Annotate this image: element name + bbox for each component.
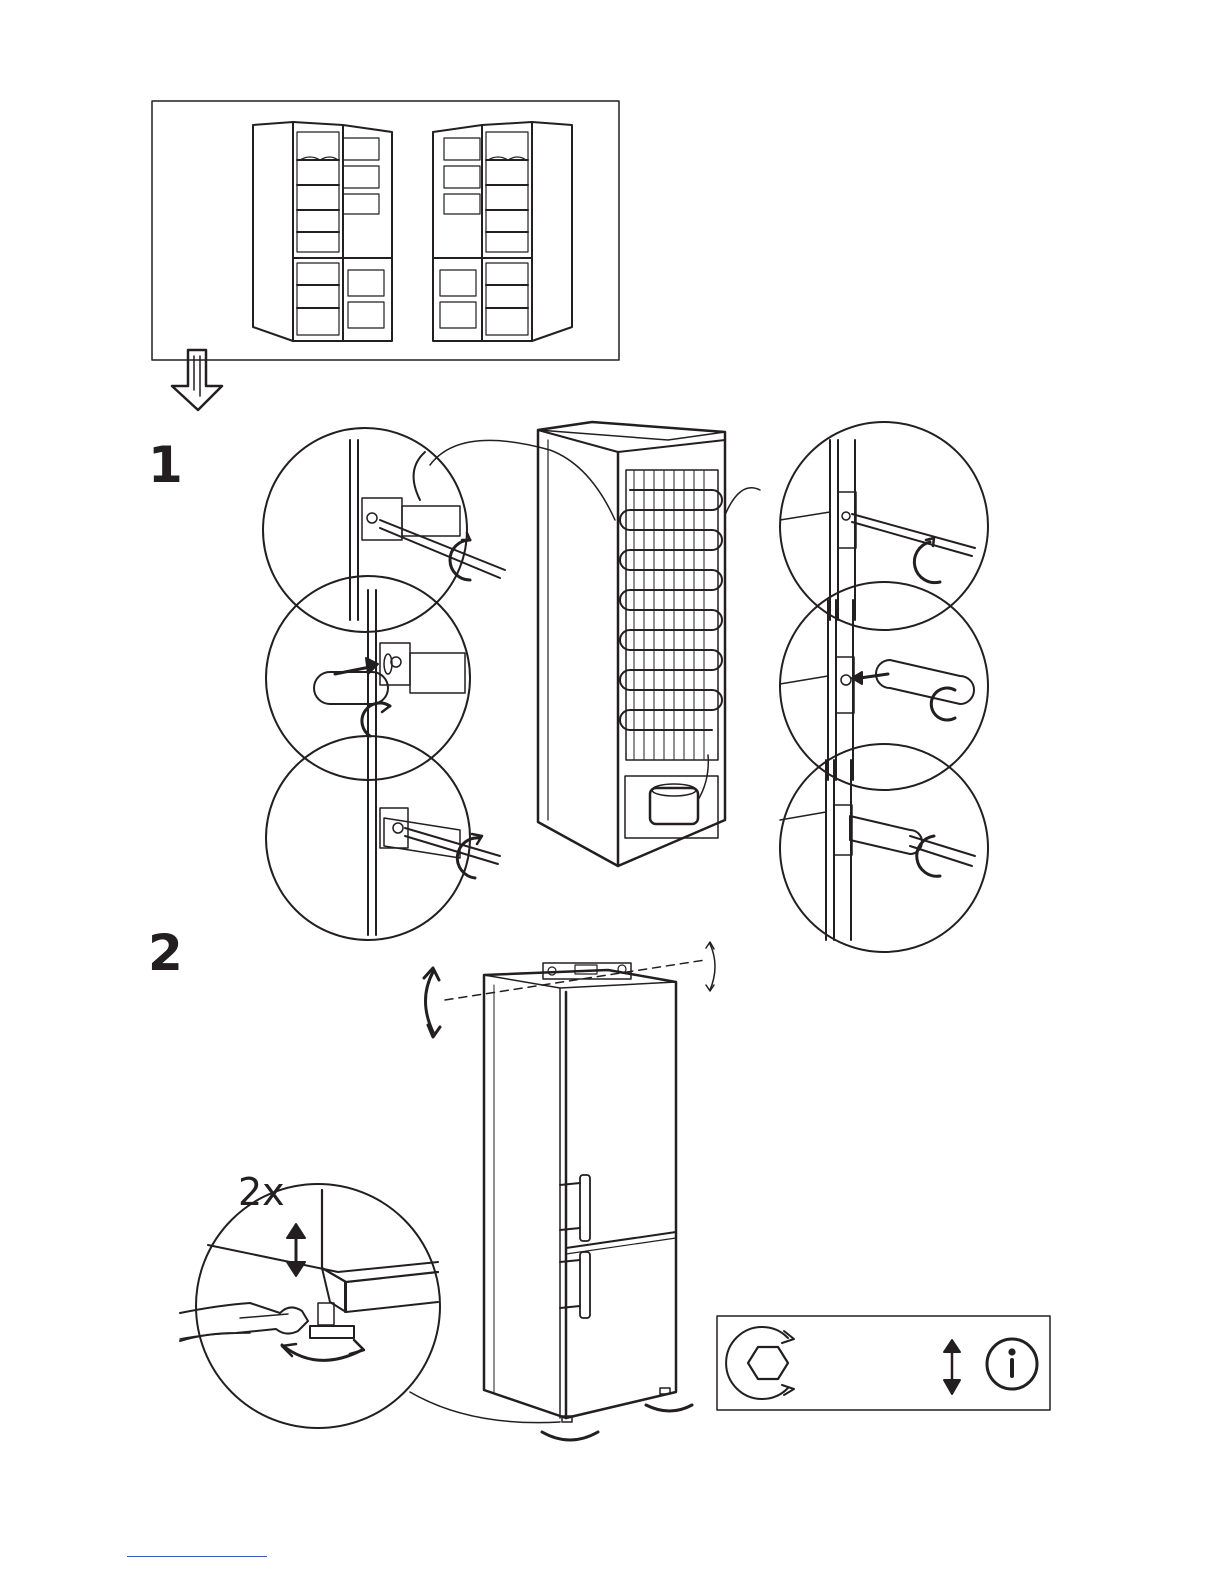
fridge-rear-view (538, 422, 725, 866)
detail-right-middle (780, 582, 988, 790)
legend-box (717, 1316, 1050, 1410)
step-number-1: 1 (148, 440, 183, 490)
info-icon (987, 1339, 1037, 1389)
detail-right-bottom (780, 744, 988, 952)
fridge-open-right-view (433, 122, 572, 341)
quantity-label: 2x (238, 1173, 285, 1211)
hex-nut-rotate-icon (726, 1327, 794, 1399)
hollow-down-arrow-icon (172, 350, 222, 410)
detail-adjustable-foot (180, 1184, 560, 1428)
vertical-adjust-arrow-icon (944, 1340, 960, 1394)
tilt-arrow-left-icon (424, 968, 440, 1037)
door-reversal-panel (152, 101, 619, 360)
footer-rule (127, 1556, 267, 1557)
detail-left-bottom (266, 736, 500, 940)
fridge-front-view (445, 960, 705, 1422)
fridge-open-left-view (253, 122, 392, 341)
detail-right-top (780, 422, 988, 630)
step-number-2: 2 (148, 928, 183, 978)
tilt-arrow-right-icon (706, 942, 715, 991)
